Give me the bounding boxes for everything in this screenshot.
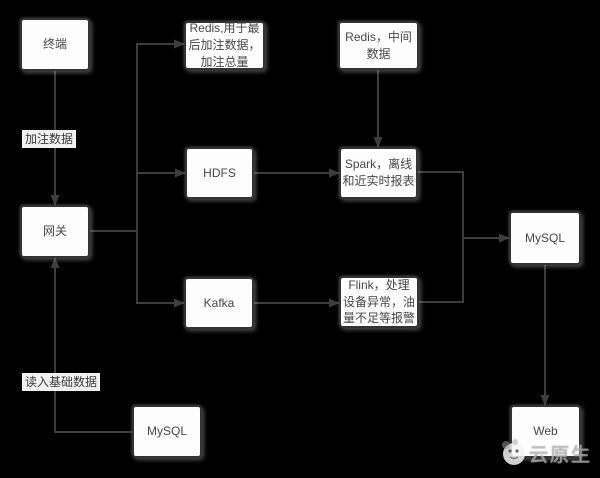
node-mysql-store: MySQL — [509, 211, 581, 265]
node-hdfs: HDFS — [185, 147, 254, 199]
edge-label-1: 读入基础数据 — [22, 373, 101, 392]
node-redis-mid: Redis，中间 数据 — [338, 21, 419, 70]
node-terminal: 终端 — [20, 18, 90, 71]
edge-flink-to-mysql-store — [418, 239, 464, 303]
edge-gateway-to-kafka — [136, 231, 185, 308]
node-spark: Spark，离线 和近实时报表 — [339, 147, 418, 199]
node-mysql-base: MySQL — [132, 405, 202, 458]
edge-mysql-base-to-gateway — [50, 257, 132, 433]
node-gateway: 网关 — [20, 205, 90, 258]
node-flink: Flink，处理 设备异常，油 量不足等报警 — [339, 276, 419, 328]
node-kafka: Kafka — [184, 277, 254, 329]
node-redis-final: Redis,用于最 后加注数据， 加注总量 — [184, 21, 265, 70]
edges-group — [50, 39, 550, 433]
edge-label-0: 加注数据 — [22, 130, 77, 149]
edge-spark-to-mysql-store — [418, 171, 510, 243]
edge-gateway-to-redis-final — [90, 39, 185, 232]
node-web: Web — [510, 405, 581, 458]
